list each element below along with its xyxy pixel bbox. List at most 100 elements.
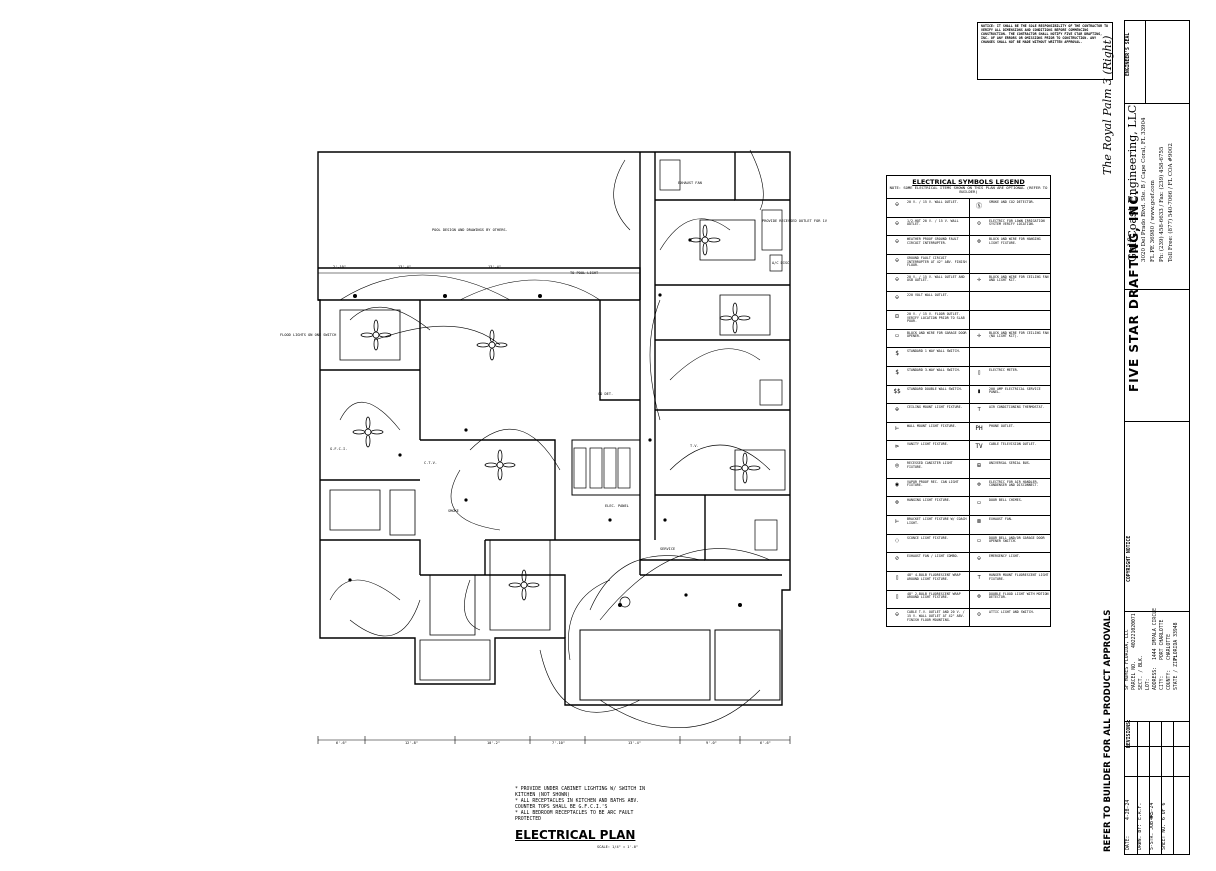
legend-row: ⊗HANGING LIGHT FIXTURE.▭DOOR BELL CHIMES… (887, 496, 1050, 516)
label-ac-disc: A/C DISC. (772, 261, 792, 265)
label-smoke: SMOKE (448, 509, 459, 513)
lot-label: LOT: (1146, 678, 1151, 690)
sheet-value: 6 OF 6 (1162, 802, 1167, 820)
legend-symbol-icon: ▯ (895, 592, 899, 600)
dim-bottom-5: 13'-4" (628, 741, 641, 745)
dim-bottom-7: 6'-6" (760, 741, 771, 745)
dim-top-2: 13'-4" (398, 265, 411, 269)
legend-symbol-icon: ⊤ (977, 574, 981, 582)
legend-symbol-icon: ⊗ (895, 499, 899, 507)
plan-notes: * PROVIDE UNDER CABINET LIGHTING W/ SWIT… (515, 787, 650, 822)
dim-bottom-3: 10'-2" (487, 741, 500, 745)
legend-row: ⊖ 20 V. / 15 V. WALL OUTLET AND USB OUTLE… (887, 272, 1050, 293)
legend-symbol-icon: $$ (893, 387, 901, 395)
legend-row: ⊡ 20 V. / 15 V. FLOOR OUTLET. VERIFY LOCA… (887, 309, 1050, 330)
label-ctv: C.T.V. (424, 461, 437, 465)
legend-description: HANGING LIGHT FIXTURE. (907, 498, 951, 503)
flood-light-note: FLOOD LIGHTS ON ONE SWITCH (280, 333, 337, 337)
legend-symbol-icon: TV (975, 443, 983, 451)
legend-description: VAPOR PROOF REC. CAN LIGHT FIXTURE. (907, 479, 959, 488)
refer-to-builder: REFER TO BUILDER FOR ALL PRODUCT APPROVA… (1103, 609, 1113, 852)
date-value: 4-28-24 (1126, 799, 1131, 820)
legend-symbol-icon: ⊖ (895, 275, 899, 283)
drawn-value: E.R.F. (1138, 802, 1143, 820)
to-pool-light: TO POOL LIGHT (570, 271, 599, 275)
legend-description: 48" 4-BULB FLUORESCENT WRAP AROUND LIGHT… (907, 573, 961, 581)
legend-symbol-icon: ⊳ (895, 443, 899, 451)
address-label: ADDRESS: (1153, 666, 1158, 690)
state-value: FLORIDA 33948 (1174, 622, 1179, 660)
job-value: 4RS-24 (1150, 802, 1155, 820)
legend-symbol-icon: ⊚ (977, 480, 981, 488)
client-name: SF HOMES FLORIDA, LLC (1125, 629, 1130, 690)
legend-description: EXHAUST FAN. (989, 517, 1013, 522)
legend-symbol-icon: ⊖ (895, 201, 899, 208)
dim-top-3: 13'-4" (488, 265, 501, 269)
revisions-label: REVISIONS: (1127, 719, 1132, 748)
legend-description: SCONCE LIGHT FIXTURE. (907, 535, 949, 540)
legend-description: RECESSED CANISTER LIGHT FIXTURE. (907, 461, 953, 469)
parcel-value: 402221020071 (1132, 613, 1137, 648)
legend-description: HANGER MOUNT FLUORESCENT LIGHT FIXTURE. (989, 573, 1049, 581)
legend-symbol-icon: Ⓢ (975, 203, 982, 210)
legend-row: ⊖220 VOLT WALL OUTLET. (887, 291, 1050, 311)
legend-description: AIR CONDITIONING THERMOSTAT. (989, 405, 1045, 410)
legend-description: 20 V. / 15 V. FLOOR OUTLET. VERIFY LOCAT… (907, 311, 965, 324)
legend-row: ⊖CABLE T.V. OUTLET AND 20 V. / 15 V. WAL… (887, 608, 1050, 628)
legend-symbol-icon: ⊙ (977, 219, 981, 227)
city-value: PORT CHARLOTTE (1160, 619, 1165, 660)
legend-symbol-icon: ⊖ (895, 238, 899, 246)
legend-description: BLOCK AND WIRE FOR CEILING FAN AND LIGHT… (989, 274, 1049, 283)
legend-description: WALL MOUNT LIGHT FIXTURE. (907, 423, 957, 428)
county-label: COUNTY: (1167, 669, 1172, 690)
legend-description: DOOR BELL AND/OR GARAGE DOOR OPENER SWIT… (989, 535, 1045, 544)
legend-row: $STANDARD 1 WAY WALL SWITCH. (887, 347, 1050, 367)
provide-recessed-note: PROVIDE RECESSED OUTLET FOR 1V (762, 219, 827, 223)
electrical-symbols-legend: ELECTRICAL SYMBOLS LEGEND NOTE: SOME ELE… (886, 175, 1051, 627)
legend-symbol-icon: ⊗ (977, 238, 981, 246)
dim-bottom-6: 9'-0" (706, 741, 717, 745)
dim-top-1: 2'-10" (333, 265, 346, 269)
legend-symbol-icon: PH (975, 424, 983, 432)
date-label: DATE: (1126, 835, 1131, 850)
legend-symbol-icon: ⊤ (977, 406, 981, 414)
legend-row: ◎RECESSED CANISTER LIGHT FIXTURE.⊞UNIVER… (887, 459, 1050, 479)
legend-description: PHONE OUTLET. (989, 423, 1015, 428)
legend-symbol-icon: ⊠ (977, 518, 981, 526)
legend-description: BRACKET LIGHT FIXTURE W/ COACH LIGHT. (907, 517, 967, 525)
legend-row: $STANDARD 3-WAY WALL SWITCH.▯ELECTRIC ME… (887, 365, 1050, 386)
pool-note: POOL DESIGN AND DRAWINGS BY OTHERS. (432, 228, 508, 232)
legend-title: ELECTRICAL SYMBOLS LEGEND (912, 178, 1025, 186)
legend-description: 20 V. / 15 V. WALL OUTLET AND USB OUTLET… (907, 274, 965, 283)
sect-label: SECT. / BLK. (1139, 655, 1144, 690)
legend-symbol-icon: ◉ (895, 480, 899, 488)
engineers-seal-label: ENGINEER'S SEAL (1126, 32, 1131, 76)
legend-symbol-icon: ▯ (895, 574, 899, 582)
legend-description: 200 AMP ELECTRICAL SERVICE PANEL. (989, 386, 1041, 395)
plan-note-3: * ALL BEDROOM RECEPTACLES TO BE ARC FAUL… (515, 811, 634, 822)
engineer-license: FL PE 36980 / www.gcef.com (1150, 180, 1156, 262)
legend-symbol-icon: ▭ (977, 536, 981, 544)
legend-symbol-icon: ▯ (977, 368, 981, 376)
legend-symbol-icon: ⊞ (977, 462, 981, 470)
legend-description: BLOCK AND WIRE FOR CEILING FAN (NO LIGHT… (989, 330, 1049, 339)
legend-row: ⊖GROUND FAULT CIRCUIT INTERRUPTER AT 42"… (887, 253, 1050, 274)
legend-description: EXHAUST FAN / LIGHT COMBO. (907, 554, 959, 559)
legend-description: BLOCK AND WIRE FOR HANGING LIGHT FIXTURE… (989, 237, 1041, 245)
dim-bottom-4: 7'-10" (552, 741, 565, 745)
address-value: 1444 IMPALA CIRCLE (1153, 608, 1158, 660)
notice-box: NOTICE: IT SHALL BE THE SOLE RESPONSIBIL… (977, 22, 1113, 80)
legend-description: CABLE T.V. OUTLET AND 20 V. / 15 V. WALL… (907, 610, 965, 622)
title-block (1124, 20, 1190, 855)
legend-row: ⊕CEILING MOUNT LIGHT FIXTURE.⊤AIR CONDIT… (887, 403, 1050, 423)
legend-symbol-icon: ◎ (895, 462, 899, 470)
parcel-label: PARCEL NO. (1132, 661, 1137, 690)
label-co: CO DET. (598, 392, 614, 396)
engineer-address: 3020 Del Prado Blvd. Ste. B / Cape Coral… (1141, 117, 1147, 262)
label-tv: T.V. (690, 444, 699, 448)
legend-symbol-icon: ⊡ (895, 312, 899, 320)
legend-row: ◉VAPOR PROOF REC. CAN LIGHT FIXTURE.⊚ELE… (887, 477, 1050, 498)
legend-description: STANDARD 1 WAY WALL SWITCH. (907, 349, 961, 354)
